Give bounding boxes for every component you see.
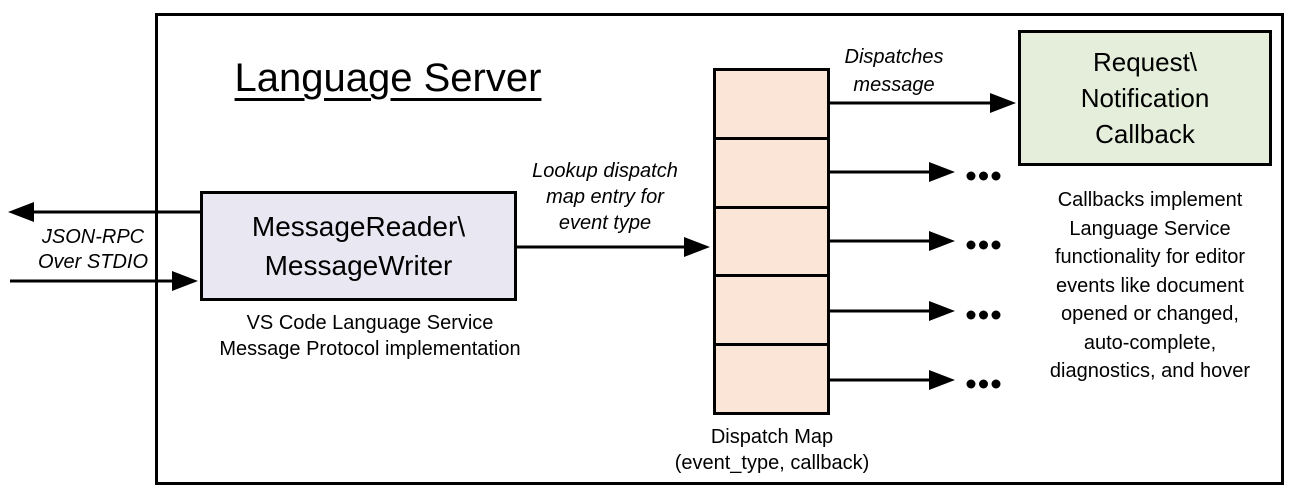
dispatch-map-cell [716, 274, 827, 343]
dispatch-map-cell [716, 343, 827, 412]
dispatch-map-cell [716, 71, 827, 137]
map-label-line2: (event_type, callback) [674, 452, 870, 474]
reader-box-line2: MessageWriter [264, 250, 453, 281]
dispatch-map [713, 68, 830, 415]
note-line: events like document [1056, 274, 1244, 297]
note-line: functionality for editor [1054, 246, 1246, 268]
reader-caption-line2: Message Protocol implementation [219, 338, 521, 360]
reader-caption-line1: VS Code Language Service [246, 312, 494, 334]
lookup-label-line2: map entry for [546, 186, 664, 208]
callback-box-line3: Callback [1095, 119, 1195, 149]
note-line: auto-complete, [1083, 331, 1217, 354]
dispatches-label-line2: message [853, 74, 935, 96]
callback-box-line1: Request\ [1092, 47, 1198, 77]
request-notification-callback-box: Request\ Notification Callback [1018, 30, 1272, 166]
note-line: diagnostics, and hover [1049, 360, 1251, 382]
reader-box-caption: VS Code Language Service Message Protoco… [178, 310, 562, 362]
lookup-dispatch-label: Lookup dispatch map entry for event type [505, 158, 705, 236]
note-line: Callbacks implement [1057, 189, 1243, 211]
callback-box-line2: Notification [1080, 83, 1210, 113]
json-rpc-stdio-label: JSON-RPC Over STDIO [18, 225, 168, 275]
reader-box-line1: MessageReader\ [251, 211, 466, 242]
dispatch-map-label: Dispatch Map (event_type, callback) [646, 424, 898, 476]
note-line: opened or changed, [1061, 303, 1239, 325]
note-line: Language Service [1069, 217, 1231, 240]
diagram-title: Language Server [234, 56, 542, 100]
dispatch-map-cell [716, 136, 827, 206]
dispatches-label-line1: Dispatches [844, 46, 944, 68]
dispatches-message-label: Dispatches message [816, 43, 972, 99]
callbacks-note: Callbacks implement Language Service fun… [1019, 186, 1281, 386]
io-label-line1: JSON-RPC [41, 226, 145, 248]
io-label-line2: Over STDIO [37, 251, 148, 273]
lookup-label-line3: event type [558, 212, 652, 234]
dispatch-map-cell [716, 205, 827, 275]
io-out-arrowhead [8, 202, 34, 222]
lookup-label-line1: Lookup dispatch [532, 160, 678, 182]
message-reader-writer-box: MessageReader\ MessageWriter [200, 191, 517, 301]
map-label-line1: Dispatch Map [710, 426, 834, 448]
language-server-boundary [155, 13, 1284, 485]
